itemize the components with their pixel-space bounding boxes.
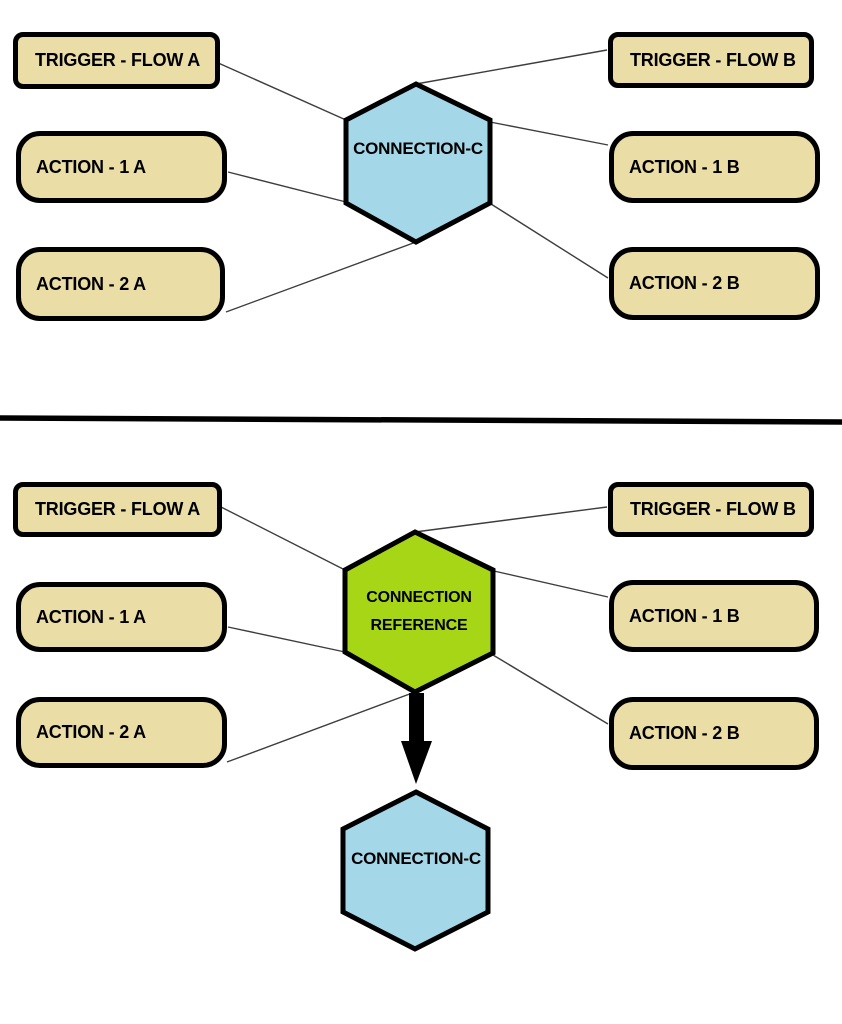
connector-bottom-action-2a (226, 691, 416, 763)
connector-top-trigger-b (415, 49, 608, 85)
bottom-connection-hexagon (340, 789, 491, 952)
connector-bottom-action-2b (492, 654, 609, 725)
bottom-trigger-flow-b-label: TRIGGER - FLOW B (630, 499, 796, 519)
connector-bottom-action-1b (493, 570, 609, 598)
top-connection-hexagon (343, 81, 493, 245)
bottom-action-1b-label: ACTION - 1 B (629, 605, 740, 626)
down-arrow (401, 693, 432, 784)
bottom-action-2a-label: ACTION - 2 A (36, 722, 146, 742)
bottom-reference-hexagon-label-line1: CONNECTION (366, 589, 472, 606)
bottom-action-1a-label: ACTION - 1 A (36, 606, 146, 627)
bottom-action-2b-box: ACTION - 2 B (609, 697, 819, 770)
top-trigger-flow-a-box: TRIGGER - FLOW A (13, 32, 220, 89)
bottom-connection-reference-hexagon (342, 529, 496, 695)
top-action-1b-label: ACTION - 1 B (629, 156, 740, 177)
bottom-action-1a-box: ACTION - 1 A (16, 582, 227, 652)
top-action-1a-box: ACTION - 1 A (16, 131, 227, 203)
top-trigger-flow-a-label: TRIGGER - FLOW A (35, 50, 201, 70)
top-action-2a-label: ACTION - 2 A (36, 273, 146, 294)
bottom-action-1b-box: ACTION - 1 B (609, 580, 819, 652)
connector-bottom-trigger-a (220, 506, 346, 571)
connector-top-action-2b (490, 203, 609, 279)
bottom-connectors (220, 506, 609, 763)
bottom-reference-hexagon-label: CONNECTION REFERENCE (345, 584, 493, 640)
connector-bottom-action-1a (227, 626, 346, 653)
bottom-reference-hexagon-label-line2: REFERENCE (370, 617, 468, 634)
top-action-2b-label: ACTION - 2 B (629, 273, 740, 293)
bottom-trigger-flow-a-box: TRIGGER - FLOW A (13, 482, 222, 537)
top-action-2b-box: ACTION - 2 B (609, 247, 820, 320)
connector-top-trigger-a (215, 61, 347, 121)
top-action-1b-box: ACTION - 1 B (609, 131, 820, 203)
connector-top-action-1b (489, 121, 609, 146)
section-divider-line (0, 415, 842, 425)
top-connectors (215, 49, 609, 313)
top-action-1a-label: ACTION - 1 A (36, 156, 146, 177)
top-connection-hexagon-label: CONNECTION-C (353, 139, 483, 158)
top-trigger-flow-b-box: TRIGGER - FLOW B (608, 32, 814, 88)
bottom-action-2b-label: ACTION - 2 B (629, 723, 740, 743)
connector-top-action-2a (225, 241, 417, 313)
connector-top-action-1a (227, 171, 347, 203)
bottom-trigger-flow-b-box: TRIGGER - FLOW B (608, 482, 814, 537)
bottom-action-2a-box: ACTION - 2 A (16, 697, 227, 768)
bottom-trigger-flow-a-label: TRIGGER - FLOW A (35, 499, 201, 519)
top-action-2a-box: ACTION - 2 A (16, 247, 225, 321)
top-trigger-flow-b-label: TRIGGER - FLOW B (630, 49, 796, 70)
connector-bottom-trigger-b (414, 506, 608, 533)
bottom-connection-hexagon-label: CONNECTION-C (351, 849, 481, 868)
